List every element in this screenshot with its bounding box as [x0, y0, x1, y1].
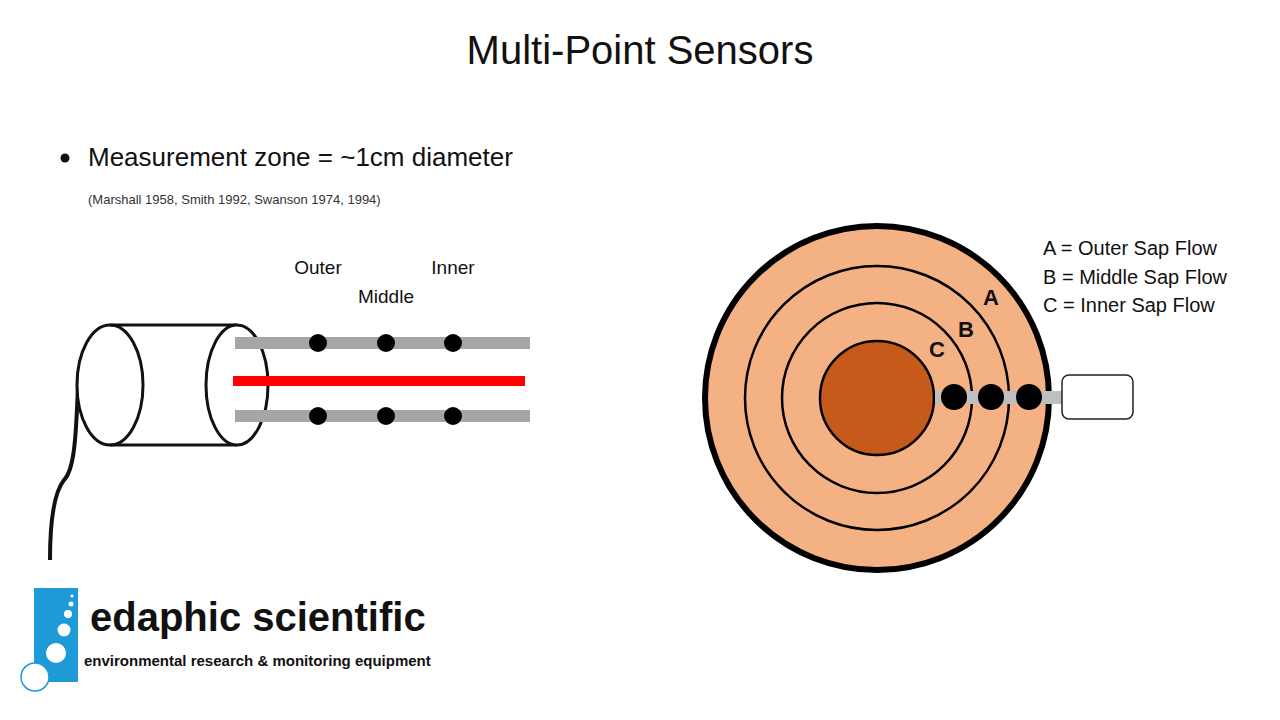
ring-letter: B — [958, 317, 974, 342]
point-label: Outer — [294, 257, 342, 279]
slide-title: Multi-Point Sensors — [467, 27, 814, 73]
key-text: A = Outer Sap Flow — [1043, 237, 1217, 260]
ring-letter: A — [983, 285, 999, 310]
point-label: Inner — [431, 257, 474, 279]
trunk-section — [705, 226, 1049, 570]
ring-letter: C — [929, 337, 945, 362]
logo-name: edaphic scientific — [90, 594, 426, 640]
sensor-body-edge — [110, 444, 237, 447]
heater-needle — [233, 376, 525, 386]
key-text: C = Inner Sap Flow — [1043, 294, 1215, 317]
bullet-dot — [61, 154, 70, 163]
sapwood-ring — [782, 303, 972, 493]
sensor-housing — [1062, 375, 1133, 419]
point-label: Middle — [358, 286, 414, 308]
logo-bubbles — [46, 595, 74, 664]
measurement-points — [309, 334, 462, 425]
citation: (Marshall 1958, Smith 1992, Swanson 1974… — [88, 193, 381, 208]
bullet-text: Measurement zone = ~1cm diameter — [88, 143, 513, 173]
logo-tagline: environmental research & monitoring equi… — [84, 652, 431, 669]
sensor-cable — [50, 385, 78, 560]
probe-points — [941, 384, 1042, 410]
key-text: B = Middle Sap Flow — [1043, 266, 1227, 289]
sensor-body-end — [77, 325, 143, 445]
logo-bubble — [21, 663, 49, 691]
sensor-body-edge — [110, 324, 237, 327]
heartwood — [820, 341, 934, 455]
